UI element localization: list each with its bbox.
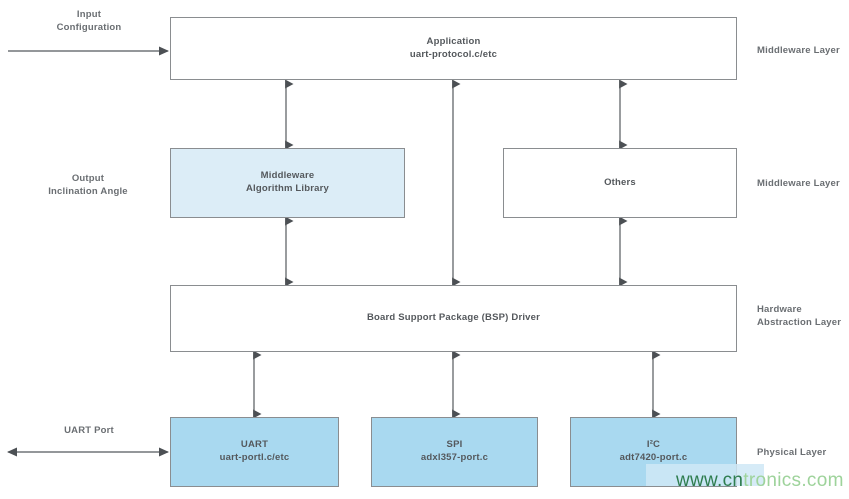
block-application[interactable]: Application uart-protocol.c/etc	[170, 17, 737, 80]
block-middleware-algorithm-library[interactable]: Middleware Algorithm Library	[170, 148, 405, 218]
layer-label-hardware-abstraction-layer-line1: Hardware	[757, 304, 802, 315]
edge-label-input-configuration-line1: Input	[76, 9, 102, 20]
block-middleware-subtitle: Algorithm Library	[245, 183, 330, 194]
layer-label-physical-layer-line1: Physical Layer	[757, 447, 827, 458]
layer-label-hardware-abstraction-layer: Hardware Abstraction Layer	[757, 303, 849, 330]
edge-label-uart-port: UART Port	[28, 424, 150, 437]
block-others[interactable]: Others	[503, 148, 737, 218]
layer-label-middleware-layer-top: Middleware Layer	[757, 44, 849, 57]
block-spi[interactable]: SPI adxl357-port.c	[371, 417, 538, 487]
edge-label-input-configuration: Input Configuration	[28, 8, 150, 35]
edge-label-output-inclination-angle-line2: Inclination Angle	[48, 186, 128, 198]
layer-label-middleware-layer-mid-line1: Middleware Layer	[757, 178, 840, 189]
layer-label-middleware-layer-mid: Middleware Layer	[757, 177, 849, 190]
block-others-title: Others	[604, 176, 636, 188]
block-application-title: Application	[426, 35, 481, 47]
watermark-tint	[646, 464, 764, 486]
block-bsp-driver-title: Board Support Package (BSP) Driver	[366, 312, 541, 324]
block-application-subtitle: uart-protocol.c/etc	[409, 48, 498, 60]
block-spi-title: SPI	[446, 439, 463, 451]
block-i2c-title: I²C	[646, 439, 661, 451]
layer-label-hardware-abstraction-layer-line2: Abstraction Layer	[757, 317, 842, 329]
watermark-part-light: tronics.com	[743, 470, 844, 491]
edge-label-input-configuration-line2: Configuration	[56, 22, 122, 34]
block-uart-subtitle: uart-portl.c/etc	[219, 452, 290, 463]
layer-label-middleware-layer-top-line1: Middleware Layer	[757, 45, 840, 56]
block-middleware-title: Middleware	[260, 170, 315, 182]
layer-label-physical-layer: Physical Layer	[757, 446, 849, 459]
block-uart[interactable]: UART uart-portl.c/etc	[170, 417, 339, 487]
block-uart-title: UART	[240, 439, 269, 451]
edge-label-output-inclination-angle-line1: Output	[71, 173, 105, 184]
block-bsp-driver[interactable]: Board Support Package (BSP) Driver	[170, 285, 737, 352]
edge-label-uart-port-line1: UART Port	[64, 425, 114, 436]
block-spi-subtitle: adxl357-port.c	[420, 452, 489, 463]
watermark: www.cntronics.com	[676, 470, 844, 492]
edge-label-output-inclination-angle: Output Inclination Angle	[18, 172, 158, 199]
block-i2c-subtitle: adt7420-port.c	[619, 452, 688, 463]
watermark-part-dark: www.cn	[676, 470, 744, 491]
